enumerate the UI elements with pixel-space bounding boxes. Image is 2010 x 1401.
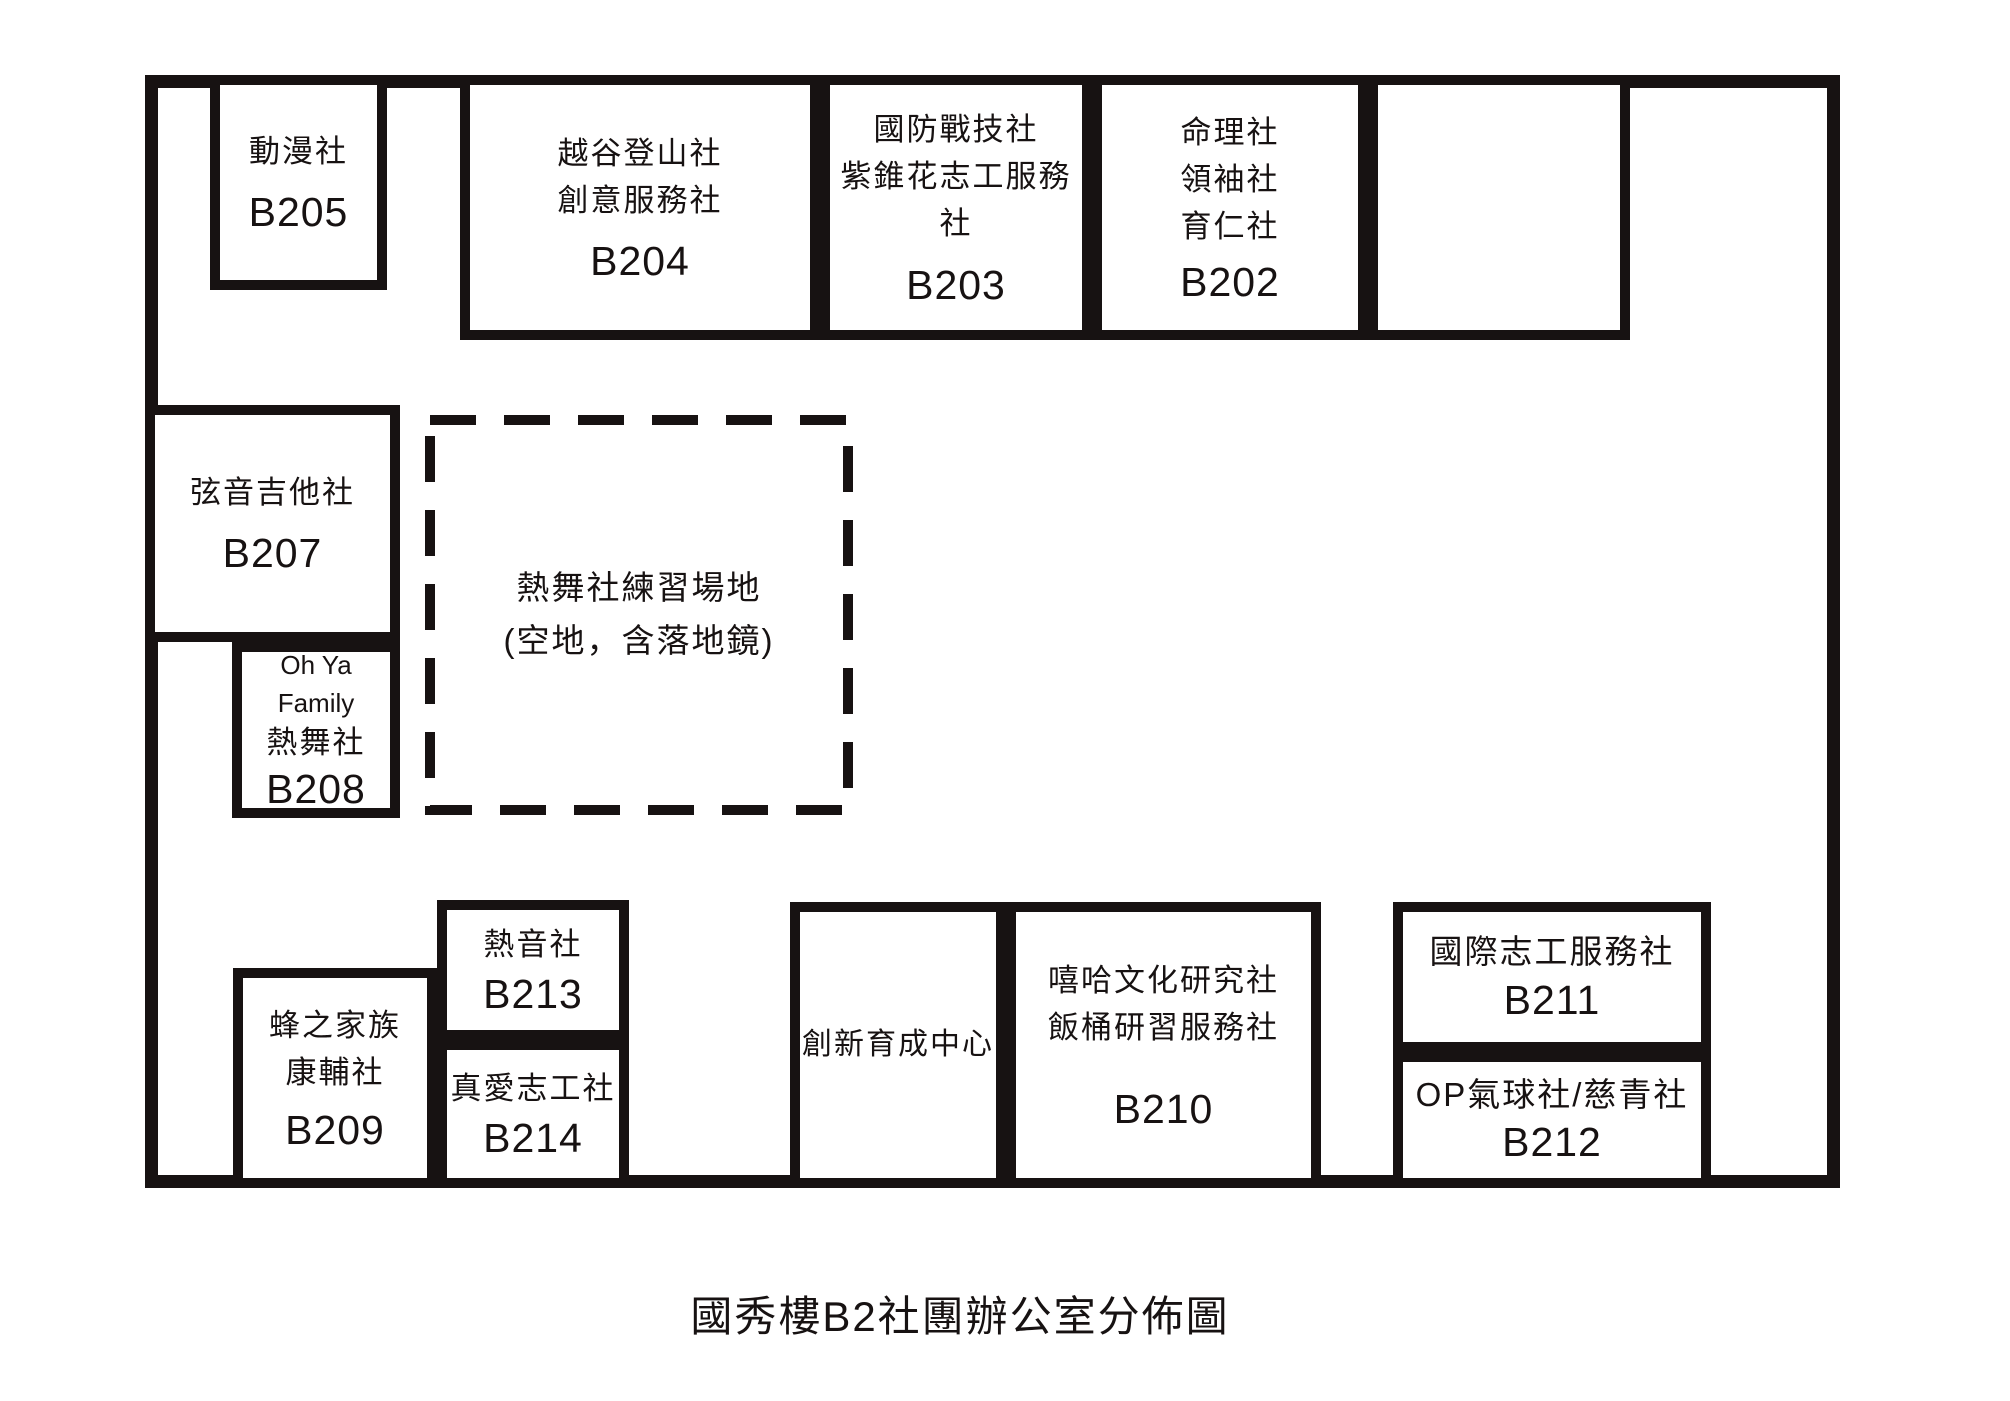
room-number: B209 <box>285 1106 385 1153</box>
room-b203: 國防戰技社 紫錐花志工服務社 B203 <box>820 75 1092 340</box>
room-b213: 熱音社 B213 <box>437 900 629 1040</box>
room-label: 康輔社 <box>285 1055 385 1091</box>
room-label: 真愛志工社 <box>450 1071 616 1107</box>
room-number: B214 <box>483 1115 583 1162</box>
room-label: 紫錐花志工服務社 <box>840 159 1072 242</box>
room-b211: 國際志工服務社 B211 <box>1393 902 1711 1052</box>
room-b210: 嘻哈文化研究社 飯桶研習服務社 B210 <box>1006 902 1321 1188</box>
room-number: B207 <box>222 530 323 577</box>
room-label: 嘻哈文化研究社 <box>1048 963 1279 999</box>
room-label: 國防戰技社 <box>873 112 1039 148</box>
room-label: 創意服務社 <box>557 182 723 218</box>
incubation-center-room: 創新育成中心 <box>790 902 1006 1188</box>
room-label-en: Oh Ya Family <box>277 649 355 718</box>
room-b208: Oh Ya Family 熱舞社 B208 <box>232 642 400 818</box>
room-label: 領袖社 <box>1180 162 1280 198</box>
room-number: B210 <box>1113 1085 1214 1132</box>
room-number: B202 <box>1180 258 1280 305</box>
room-b202: 命理社 領袖社 育仁社 B202 <box>1092 75 1368 340</box>
room-b207: 弦音吉他社 B207 <box>145 405 400 642</box>
room-label: 熱音社 <box>483 927 583 963</box>
room-label: 育仁社 <box>1180 209 1280 245</box>
room-number: B204 <box>590 238 690 285</box>
room-b209: 蜂之家族 康輔社 B209 <box>233 968 437 1188</box>
room-b212: OP氣球社/慈青社 B212 <box>1393 1052 1711 1188</box>
room-label: 動漫社 <box>249 134 348 170</box>
dance-practice-area-outline <box>425 415 853 815</box>
area-label: 熱舞社練習場地 <box>516 569 762 607</box>
room-b204: 越谷登山社 創意服務社 B204 <box>460 75 820 340</box>
room-number: B212 <box>1502 1118 1602 1165</box>
room-label: 弦音吉他社 <box>190 475 355 511</box>
room-number: B203 <box>906 261 1006 308</box>
room-number: B211 <box>1503 976 1601 1023</box>
room-label: 飯桶研習服務社 <box>1048 1010 1279 1046</box>
top-right-empty-room <box>1368 75 1630 340</box>
room-label: OP氣球社/慈青社 <box>1415 1075 1689 1113</box>
diagram-title: 國秀樓B2社團辦公室分佈圖 <box>690 1293 1230 1340</box>
room-b214: 真愛志工社 B214 <box>437 1040 629 1188</box>
room-label: 越谷登山社 <box>557 135 723 171</box>
room-label: 國際志工服務社 <box>1429 933 1675 971</box>
room-label: 命理社 <box>1180 115 1280 151</box>
room-b205: 動漫社 B205 <box>210 75 387 290</box>
area-label: (空地，含落地鏡) <box>503 622 775 659</box>
room-number: B208 <box>266 766 366 813</box>
dance-practice-area-label: 熱舞社練習場地 (空地，含落地鏡) <box>425 415 853 815</box>
room-number: B205 <box>248 189 349 236</box>
room-label: 蜂之家族 <box>269 1008 401 1044</box>
room-number: B213 <box>483 971 583 1018</box>
room-label: 創新育成中心 <box>802 1028 994 1062</box>
room-label: 熱舞社 <box>266 725 366 761</box>
